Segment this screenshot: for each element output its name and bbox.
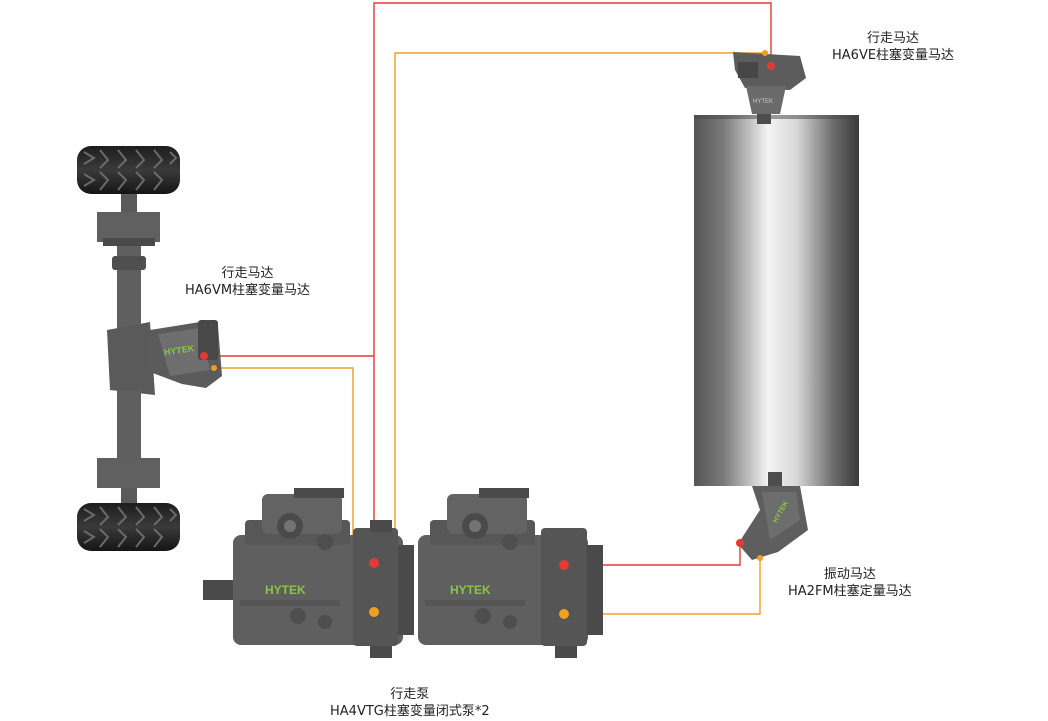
label-travel-pump-title: 行走泵 <box>390 687 430 702</box>
brand-text-axle-motor: HYTEK <box>163 343 195 357</box>
brand-text-pump-a: HYTEK <box>265 583 306 597</box>
ha4vtg-pump-tandem: HYTEK HYTEK <box>203 488 603 658</box>
label-vibration-motor-title: 振动马达 <box>823 567 876 582</box>
axle-assembly <box>77 146 180 551</box>
pressure-line-top-motor <box>373 2 772 563</box>
label-vibration-motor-model: HA2FM柱塞定量马达 <box>788 584 912 599</box>
port-pump-b-a <box>559 560 569 570</box>
label-travel-pump-model: HA4VTG柱塞变量闭式泵*2 <box>330 704 490 719</box>
tire-top <box>77 146 180 194</box>
return-line-vibration-motor <box>564 558 761 615</box>
label-travel-motor-axle: 行走马达 HA6VM柱塞变量马达 <box>185 265 310 299</box>
svg-text:HYTEK: HYTEK <box>753 99 773 105</box>
label-travel-motor-axle-title: 行走马达 <box>221 266 274 281</box>
port-vibration-motor-a <box>736 539 744 547</box>
label-travel-pump: 行走泵 HA4VTG柱塞变量闭式泵*2 <box>330 686 490 720</box>
vibration-drum <box>694 115 859 486</box>
label-travel-motor-top-model: HA6VE柱塞变量马达 <box>832 48 955 63</box>
port-pump-a-b <box>369 607 379 617</box>
port-vibration-motor-b <box>757 555 763 561</box>
label-travel-motor-top: 行走马达 HA6VE柱塞变量马达 <box>832 30 954 64</box>
brand-text-pump-b: HYTEK <box>450 583 491 597</box>
pump-b: HYTEK <box>418 488 603 658</box>
pressure-line-vibration-motor <box>564 543 741 566</box>
pump-a: HYTEK <box>233 488 414 658</box>
port-axle-motor-a <box>200 352 208 360</box>
port-pump-a-a <box>369 558 379 568</box>
port-axle-motor-b <box>211 365 217 371</box>
label-vibration-motor: 振动马达 HA2FM柱塞定量马达 <box>788 566 912 600</box>
label-travel-motor-top-title: 行走马达 <box>867 31 920 46</box>
ha6vm-motor: HYTEK <box>150 320 222 388</box>
port-top-motor-b <box>762 50 768 56</box>
port-top-motor-a <box>767 62 775 70</box>
tire-bottom <box>77 503 180 551</box>
label-travel-motor-axle-model: HA6VM柱塞变量马达 <box>185 283 311 298</box>
port-pump-b-b <box>559 609 569 619</box>
ha6ve-motor: HYTEK <box>733 50 806 124</box>
ha2fm-motor: HYTEK <box>736 472 808 561</box>
